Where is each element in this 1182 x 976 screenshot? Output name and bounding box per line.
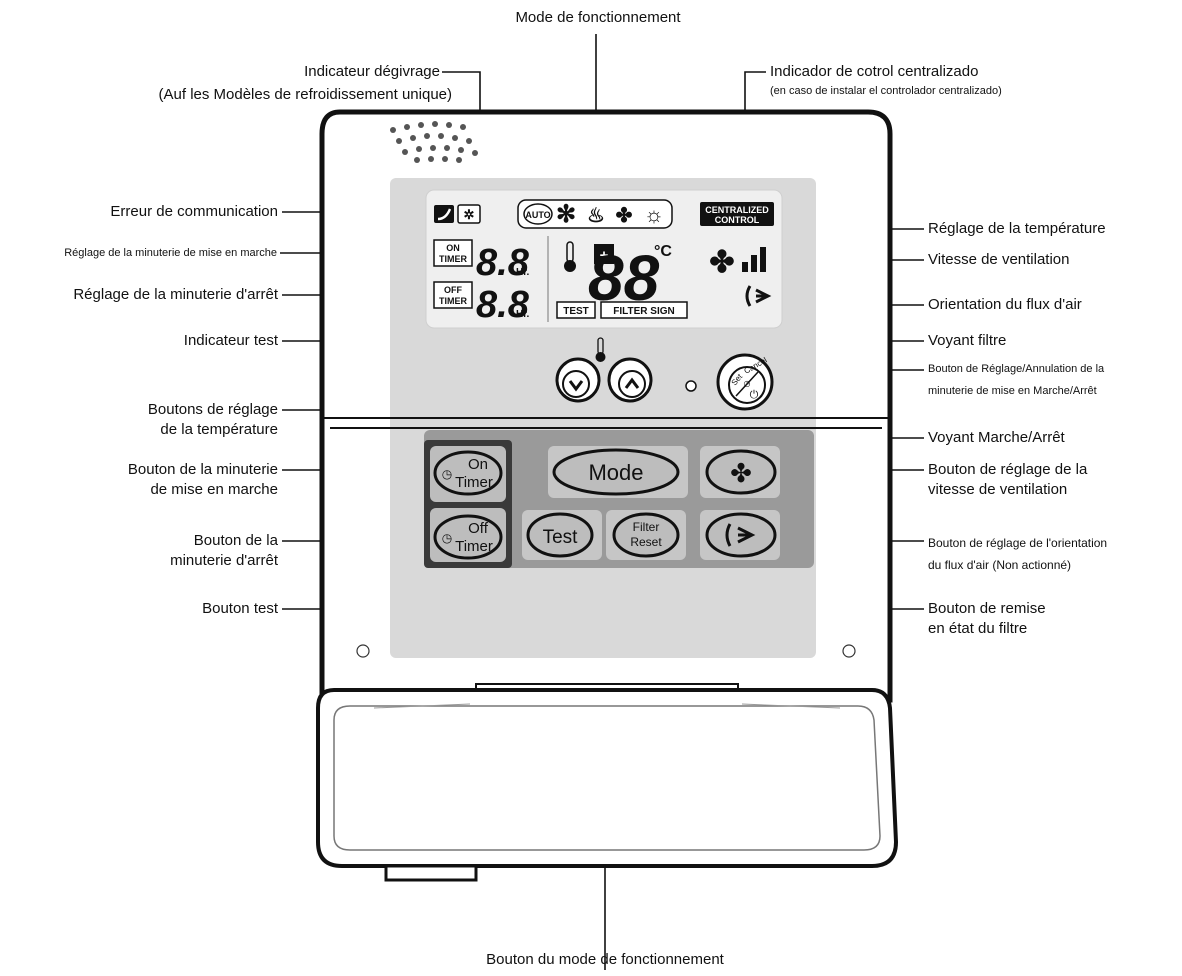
centralized-text-2: CONTROL [715,215,760,225]
fan-icon: ✤ [730,458,752,488]
label-defrost: Indicateur dégivrage [60,62,440,82]
fan-speed-button[interactable]: ✤ [705,449,777,495]
cool-icon: ✻ [556,201,576,228]
label-filter-reset-button: Bouton de remise en état du filtre [928,600,1046,637]
label-temp-buttons: Boutons de réglage de la température [147,401,278,438]
filter-label-1: Filter [633,520,660,534]
test-button-label: Test [543,527,579,548]
filter-sign-indicator [600,301,688,319]
screw-left [356,644,370,658]
thermometer-icon [564,241,576,272]
filter-sign-text: FILTER SIGN [613,306,674,317]
temp-plus: + [600,247,609,264]
label-comm-error: Erreur de communication [110,203,278,220]
label-central-control-sub: (en caso de instalar el controlador cent… [770,85,1002,97]
mode-button-label: Mode [588,460,643,485]
clock-icon: ◷ [744,379,751,388]
defrost-icon [457,204,481,224]
off-timer-hr: Hr. [516,309,530,320]
fan-speed-bars [742,262,748,272]
clock-icon: ◷ [442,467,452,481]
label-on-timer-button: Bouton de la minuterie de mise en marche [127,461,278,498]
mode-icon-strip [517,199,673,229]
centralized-text-1: CENTRALIZED [705,205,769,215]
airflow-icon [745,285,772,307]
on-timer-digits: 8.8 [476,242,530,284]
on-timer-text-2: TIMER [439,254,467,264]
speaker-grille [390,121,478,163]
label-temp-setting: Réglage de la température [928,220,1106,237]
label-airflow: Orientation du flux d'air [928,296,1082,313]
off-timer-text: OFF [444,285,462,295]
label-operation-mode: Mode de fonctionnement [515,9,681,26]
test-indicator-text: TEST [563,306,589,317]
power-icon: ⏻ [750,389,759,401]
cover-latch [384,864,478,882]
off-timer-label-1: Off [468,520,489,537]
temp-digits: 88 [588,242,660,314]
label-test-indicator: Indicateur test [183,332,278,349]
off-timer-label-2: Timer [455,538,493,555]
off-timer-button[interactable]: ◷ [433,514,503,560]
label-off-timer-setting: Réglage de la minuterie d'arrêt [73,286,278,303]
label-set-cancel: Bouton de Réglage/Annulation de la minut… [928,363,1105,397]
filter-label-2: Reset [630,535,662,549]
label-airflow-button: Bouton de réglage de l'orientation du fl… [928,536,1108,572]
open-cover [316,688,899,868]
temp-deg: °C [654,243,672,260]
test-indicator [556,301,596,319]
fan-speed-icon: ✤ [709,246,734,279]
on-timer-icon [433,239,473,267]
label-filter-light: Voyant filtre [928,332,1007,349]
svg-text:✲: ✲ [464,207,475,222]
label-on-timer-setting: Réglage de la minuterie de mise en march… [64,247,277,259]
chevron-down-icon [568,380,584,392]
dry-icon: ♨ [587,205,605,227]
on-timer-text: ON [446,243,460,253]
set-cancel-button[interactable]: Set Cancel ◷ ⏻ [716,353,774,411]
label-fan-button: Bouton de réglage de la vitesse de venti… [928,461,1088,498]
on-timer-label-1: On [468,456,488,473]
airflow-icon [725,523,756,547]
off-timer-icon [433,281,473,309]
label-defrost-1: Indicateur dégivrage [304,63,440,80]
label-defrost-2: (Auf les Modèles de refroidissement uniq… [158,86,452,103]
label-onoff-light: Voyant Marche/Arrêt [928,429,1065,446]
label-test-button: Bouton test [202,600,278,617]
off-timer-text-2: TIMER [439,296,467,306]
filter-reset-button[interactable] [612,512,680,558]
label-mode-button: Bouton du mode de fonctionnement [486,951,724,968]
temp-up-button[interactable] [607,357,653,403]
test-button[interactable] [526,512,594,558]
label-defrost-sub: (Auf les Modèles de refroidissement uniq… [40,85,452,105]
phone-icon [434,205,454,223]
label-central-control: Indicador de cotrol centralizado [770,63,979,80]
label-off-timer-button: Bouton de la minuterie d'arrêt [170,532,278,569]
auto-icon: AUTO [525,210,550,220]
on-timer-hr: Hr. [516,267,530,278]
heat-icon: ☼ [644,202,664,227]
temp-thermometer-icon [595,337,606,362]
centralized-control-badge [700,202,774,226]
off-timer-digits: 8.8 [476,284,530,326]
clock-icon: ◷ [442,531,452,545]
screw-right [842,644,856,658]
on-timer-label-2: Timer [455,474,493,491]
chevron-up-icon [624,377,640,389]
on-timer-button[interactable]: ◷ [433,450,503,496]
airflow-button[interactable] [705,512,777,558]
mode-button[interactable] [552,448,680,496]
label-fan-speed: Vitesse de ventilation [928,251,1070,268]
fan-mode-icon: ✤ [616,205,633,227]
onoff-indicator-light [685,380,697,392]
temp-down-button[interactable] [555,357,601,403]
